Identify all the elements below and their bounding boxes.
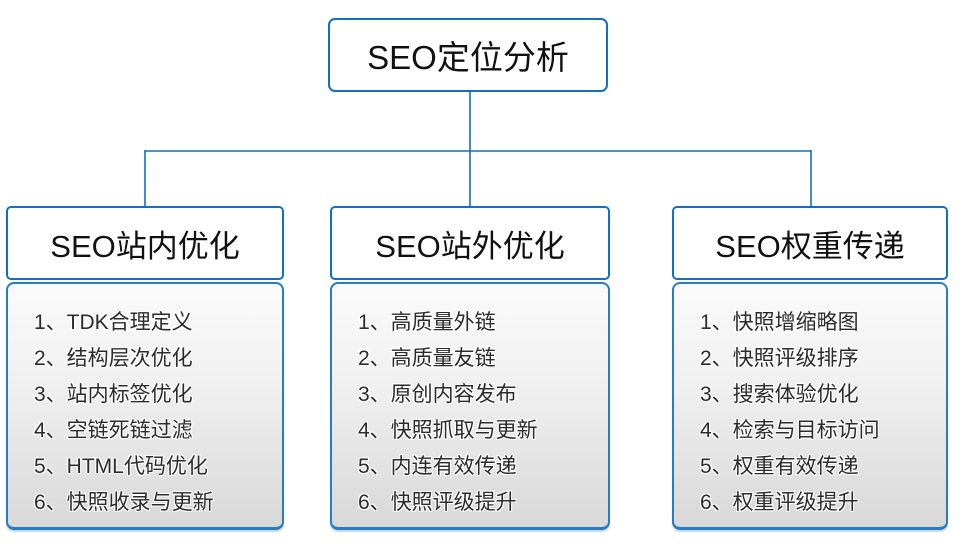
root-node: SEO定位分析	[328, 18, 608, 92]
branch-onsite-items: 1、TDK合理定义 2、结构层次优化 3、站内标签优化 4、空链死链过滤 5、H…	[8, 284, 282, 521]
branch-offsite-header: SEO站外优化	[330, 206, 610, 280]
branch-offsite-items: 1、高质量外链 2、高质量友链 3、原创内容发布 4、快照抓取与更新 5、内连有…	[332, 284, 608, 521]
list-item: 1、高质量外链	[358, 311, 496, 334]
branch-onsite-header: SEO站内优化	[6, 206, 284, 280]
branch-offsite-title: SEO站外优化	[375, 228, 565, 264]
list-item: 4、空链死链过滤	[34, 419, 193, 442]
branch-onsite-list-panel: 1、TDK合理定义 2、结构层次优化 3、站内标签优化 4、空链死链过滤 5、H…	[6, 282, 284, 530]
list-item: 1、快照增缩略图	[700, 311, 859, 334]
list-item: 4、检索与目标访问	[700, 419, 880, 442]
root-node-title: SEO定位分析	[367, 39, 569, 76]
branch-weight-items: 1、快照增缩略图 2、快照评级排序 3、搜索体验优化 4、检索与目标访问 5、权…	[674, 284, 946, 521]
list-item: 3、站内标签优化	[34, 383, 193, 406]
list-item: 5、内连有效传递	[358, 455, 517, 478]
branch-weight-title: SEO权重传递	[715, 228, 905, 264]
list-item: 1、TDK合理定义	[34, 311, 193, 334]
list-item: 6、权重评级提升	[700, 491, 859, 514]
list-item: 4、快照抓取与更新	[358, 419, 538, 442]
list-item: 5、HTML代码优化	[34, 455, 208, 478]
list-item: 3、原创内容发布	[358, 383, 517, 406]
branch-onsite-title: SEO站内优化	[50, 228, 240, 264]
branch-weight-list-panel: 1、快照增缩略图 2、快照评级排序 3、搜索体验优化 4、检索与目标访问 5、权…	[672, 282, 948, 530]
branch-offsite-list-panel: 1、高质量外链 2、高质量友链 3、原创内容发布 4、快照抓取与更新 5、内连有…	[330, 282, 610, 530]
list-item: 2、高质量友链	[358, 347, 496, 370]
list-item: 3、搜索体验优化	[700, 383, 859, 406]
list-item: 5、权重有效传递	[700, 455, 859, 478]
list-item: 6、快照收录与更新	[34, 491, 214, 514]
list-item: 2、快照评级排序	[700, 347, 859, 370]
list-item: 2、结构层次优化	[34, 347, 193, 370]
branch-weight-header: SEO权重传递	[672, 206, 948, 280]
list-item: 6、快照评级提升	[358, 491, 517, 514]
